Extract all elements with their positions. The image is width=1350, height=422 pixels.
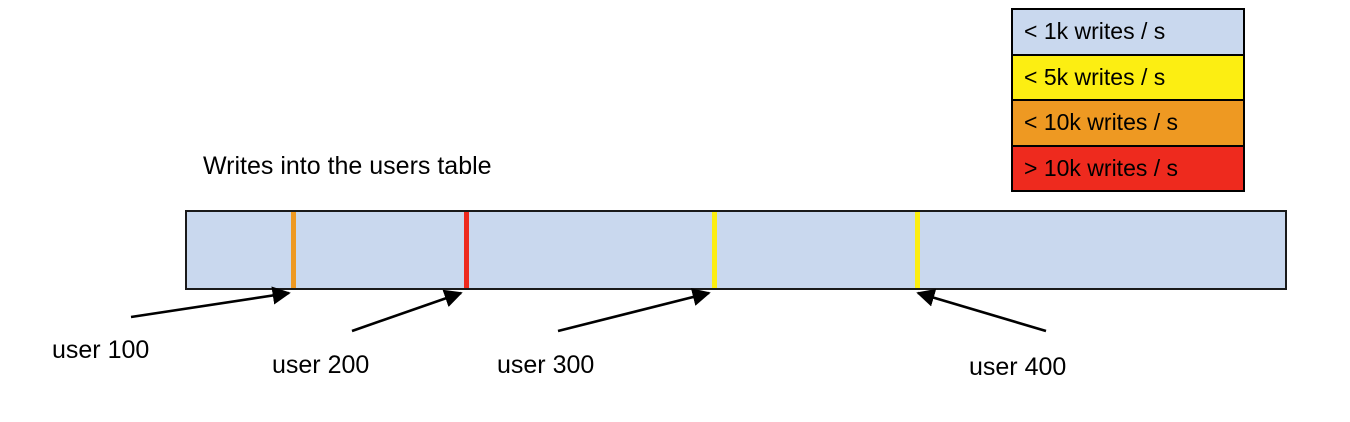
- label-user-100: user 100: [52, 336, 150, 364]
- legend-entry-gt-10k: > 10k writes / s: [1013, 146, 1243, 190]
- arrow-user-200: [351, 289, 463, 333]
- label-user-300: user 300: [497, 351, 595, 379]
- marker-user-400: [915, 212, 920, 288]
- arrow-user-300: [557, 288, 711, 333]
- legend: < 1k writes / s < 5k writes / s < 10k wr…: [1011, 8, 1245, 192]
- legend-entry-lt-1k: < 1k writes / s: [1013, 10, 1243, 56]
- marker-user-300: [712, 212, 717, 288]
- marker-user-200: [464, 212, 469, 288]
- legend-entry-lt-5k: < 5k writes / s: [1013, 55, 1243, 101]
- arrow-user-400: [916, 288, 1047, 333]
- legend-entry-label: > 10k writes / s: [1024, 154, 1179, 181]
- legend-entry-lt-10k: < 10k writes / s: [1013, 101, 1243, 147]
- users-table-bar: [185, 210, 1287, 290]
- chart-title: Writes into the users table: [203, 152, 492, 180]
- legend-entry-label: < 5k writes / s: [1024, 63, 1166, 90]
- label-user-400: user 400: [969, 353, 1067, 381]
- legend-entry-label: < 1k writes / s: [1024, 18, 1166, 45]
- arrow-user-100: [130, 286, 291, 319]
- legend-entry-label: < 10k writes / s: [1024, 109, 1179, 136]
- label-user-200: user 200: [272, 351, 370, 379]
- marker-user-100: [291, 212, 296, 288]
